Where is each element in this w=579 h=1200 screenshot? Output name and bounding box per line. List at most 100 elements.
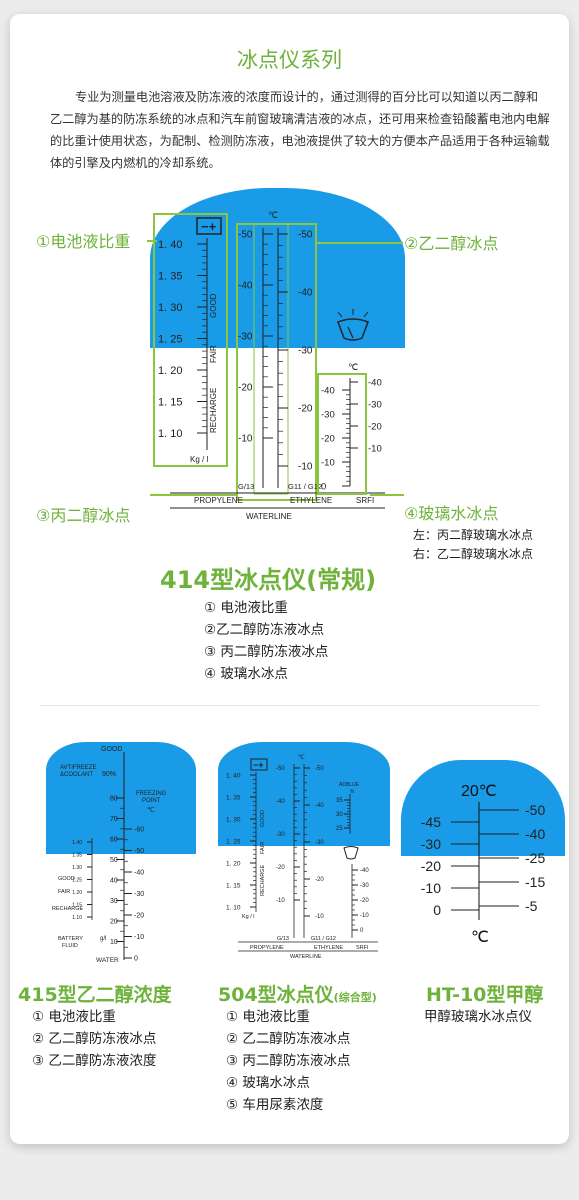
scale-504: −+ 1. 401. 351. 301. 251. 201. 151. 10 G…	[218, 742, 390, 960]
svg-text:FAIR: FAIR	[58, 889, 70, 895]
scale-label: -40	[525, 826, 545, 842]
svg-text:GOOD: GOOD	[260, 810, 266, 827]
windshield-icon	[337, 309, 369, 341]
scale-label: -50	[298, 230, 313, 241]
callout-srfi: ④玻璃水冰点	[404, 504, 499, 523]
scale-label: 1. 35	[158, 270, 182, 282]
feature-504-1: ① 电池液比重	[226, 1009, 310, 1025]
svg-text:℃: ℃	[298, 755, 305, 761]
scale-label: 35	[336, 798, 343, 804]
scale-label: -40	[298, 288, 313, 299]
battery-fair-label: FAIR	[209, 345, 218, 363]
scale-label: -40	[134, 869, 144, 876]
srfi-note-right: 右：乙二醇玻璃水冰点	[413, 547, 534, 561]
feature-415-2: ② 乙二醇防冻液冰点	[32, 1031, 157, 1047]
svg-text:ADBLUE: ADBLUE	[339, 782, 360, 788]
scale-label: -30	[238, 332, 253, 343]
feature-415-1: ① 电池液比重	[32, 1009, 116, 1025]
g11-label: G11 / G12	[288, 482, 322, 491]
divider	[40, 705, 540, 706]
callout-line	[147, 240, 157, 242]
scale-label: -10	[276, 898, 285, 904]
ethylene-label: ETHYLENE	[290, 496, 332, 505]
callout-line	[315, 242, 403, 244]
scale-label: 0	[360, 928, 364, 934]
model-504-title: 504型冰点仪(综合型)	[218, 984, 377, 1006]
scale-label: 30	[336, 812, 343, 818]
scale-label: -20	[134, 912, 144, 919]
scale-label: 20	[110, 918, 118, 925]
svg-text:WATERLINE: WATERLINE	[290, 954, 322, 960]
svg-text:G/13: G/13	[277, 936, 289, 942]
scale-label: 0	[134, 955, 138, 962]
svg-text:PROPYLENE: PROPYLENE	[250, 945, 284, 951]
svg-text:−+: −+	[201, 219, 217, 234]
scale-label: -30	[321, 409, 335, 420]
feature-414-1: ① 电池液比重	[204, 600, 288, 616]
scale-label: -30	[298, 346, 313, 357]
scale-label: 60	[110, 836, 118, 843]
feature-504-3: ③ 丙二醇防冻液冰点	[226, 1053, 351, 1069]
scale-label: -10	[134, 934, 144, 941]
propylene-label: PROPYLENE	[194, 496, 243, 505]
svg-text:RECHARGE: RECHARGE	[52, 906, 84, 912]
scale-label: -30	[360, 883, 369, 889]
svg-text:Kg / l: Kg / l	[242, 914, 255, 920]
scale-label: -5	[525, 898, 538, 914]
svg-text:ETHYLENE: ETHYLENE	[314, 945, 343, 951]
scale-label: -20	[276, 865, 285, 871]
scale-label: -10	[315, 914, 324, 920]
scale-label: 1.30	[72, 865, 82, 871]
scale-label: 1. 10	[226, 904, 241, 911]
callout-ethylene: ②乙二醇冰点	[404, 234, 499, 253]
scale-label: 80	[110, 795, 118, 802]
battery-good-label: GOOD	[209, 293, 218, 318]
scale-label: -15	[525, 874, 545, 890]
svg-text:℃: ℃	[147, 807, 155, 814]
scale-label: -40	[276, 799, 285, 805]
callout-line	[150, 494, 238, 496]
scale-label: 30	[110, 898, 118, 905]
scale-label: 10	[110, 939, 118, 946]
svg-text:POINT: POINT	[142, 798, 161, 804]
scale-label: 1. 15	[158, 396, 182, 408]
scale-label: -40	[238, 281, 253, 292]
svg-text:G11 / G12: G11 / G12	[311, 936, 336, 942]
scale-414-markings: −+ 1. 401. 351. 301. 251. 201. 151. 10 G…	[153, 210, 385, 521]
callout-propylene: ③丙二醇冰点	[36, 506, 131, 525]
srfi-note-left: 左：丙二醇玻璃水冰点	[413, 528, 534, 542]
scale-label: 1. 25	[158, 333, 182, 345]
celsius-top: ℃	[268, 210, 278, 220]
svg-text:AVTIFREEZE: AVTIFREEZE	[60, 765, 97, 771]
scale-label: -45	[421, 814, 441, 830]
scale-label: -10	[360, 913, 369, 919]
srfi-celsius: ℃	[348, 362, 358, 372]
svg-text:FAIR: FAIR	[260, 842, 266, 854]
feature-504-2: ② 乙二醇防冻液冰点	[226, 1031, 351, 1047]
scale-label: -30	[276, 832, 285, 838]
scale-label: -40	[315, 803, 324, 809]
scale-label: -50	[525, 802, 545, 818]
svg-text:SRFI: SRFI	[356, 945, 369, 951]
scale-ht10: 20℃ -45-30-20-100 -50-40-25-15-5 ℃	[401, 760, 565, 960]
scale-label: -30	[368, 399, 382, 410]
svg-text:−+: −+	[253, 760, 264, 770]
svg-text:℃: ℃	[471, 929, 489, 946]
svg-text:FLUID: FLUID	[62, 943, 78, 949]
scale-label: -30	[315, 840, 324, 846]
model-ht10-title: HT-10型甲醇	[426, 984, 544, 1006]
scale-label: -10	[238, 434, 253, 445]
scale-label: 25	[336, 826, 343, 832]
scale-label: 40	[110, 877, 118, 884]
scale-label: -40	[368, 377, 382, 388]
scale-label: 1. 30	[158, 302, 182, 314]
scale-label: -50	[276, 766, 285, 772]
scale-label: -20	[238, 383, 253, 394]
scale-label: -20	[298, 404, 313, 415]
scale-label: -25	[525, 850, 545, 866]
scale-label: 1. 25	[226, 838, 241, 845]
scale-label: 1.10	[72, 915, 82, 921]
scale-label: 0	[321, 481, 326, 492]
scale-label: -50	[315, 766, 324, 772]
g13-label: G/13	[238, 482, 254, 491]
